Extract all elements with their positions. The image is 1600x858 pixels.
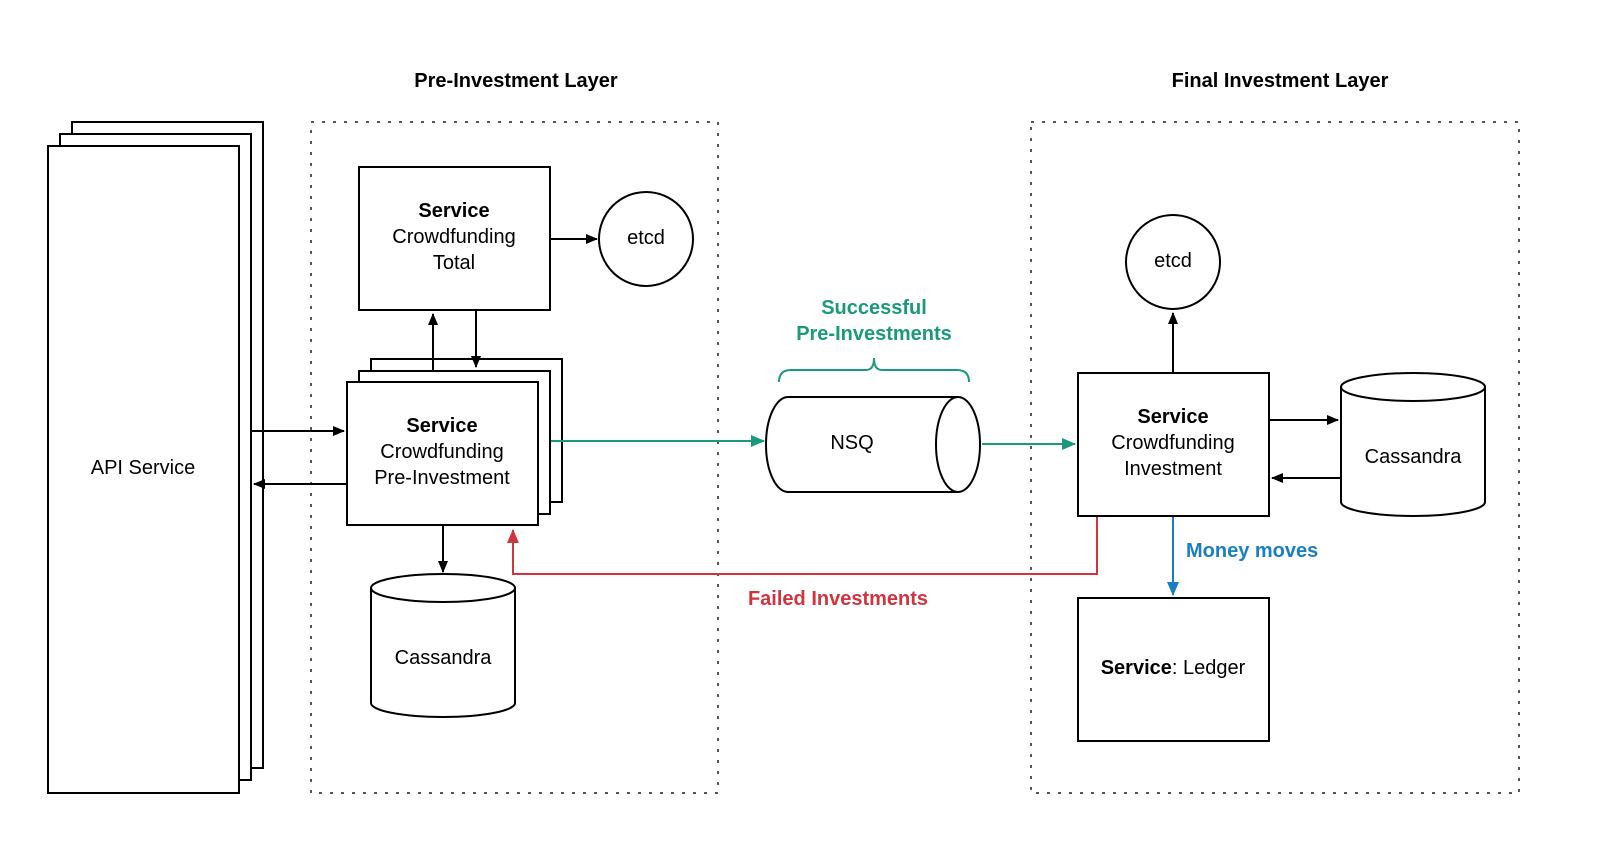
cassandra-pre-label: Cassandra — [395, 647, 493, 669]
investment-service-label: Service — [1137, 406, 1208, 428]
api-service-node: API Service — [47, 121, 264, 794]
pre-investment-line1-label: Crowdfunding — [380, 441, 503, 463]
crowdfunding-investment-node: Service Crowdfunding Investment — [1077, 372, 1270, 517]
final-investment-layer-zone — [1030, 121, 1520, 794]
api-service-label: API Service — [91, 457, 195, 479]
successful-label-line1: Successful — [821, 297, 927, 319]
etcd-pre-node: etcd — [598, 191, 694, 287]
nsq-queue-node: NSQ — [765, 396, 981, 493]
investment-line2-label: Investment — [1124, 458, 1222, 480]
final-investment-layer-title: Final Investment Layer — [1172, 70, 1389, 92]
ledger-label: Service: Ledger — [1101, 657, 1246, 679]
cassandra-pre-node: Cassandra — [370, 573, 516, 718]
ledger-service-strong: Service — [1101, 657, 1172, 679]
ledger-service-rest: : Ledger — [1172, 657, 1246, 679]
etcd-final-node: etcd — [1125, 214, 1221, 310]
investment-line1-label: Crowdfunding — [1111, 432, 1234, 454]
cassandra-final-label: Cassandra — [1365, 446, 1463, 468]
failed-investments-label: Failed Investments — [748, 588, 928, 610]
crowdfunding-total-node: Service Crowdfunding Total — [358, 166, 551, 311]
total-service-label: Service — [418, 200, 489, 222]
etcd-final-label: etcd — [1154, 250, 1192, 272]
ledger-service-node: Service: Ledger — [1077, 597, 1270, 742]
failed-investments-arrow — [507, 517, 1098, 575]
total-line2-label: Total — [433, 252, 475, 274]
crowdfunding-pre-investment-node: Service Crowdfunding Pre-Investment — [346, 358, 563, 526]
money-moves-label: Money moves — [1186, 540, 1318, 562]
nsq-label: NSQ — [830, 432, 873, 454]
etcd-pre-label: etcd — [627, 227, 665, 249]
pre-investment-layer-title: Pre-Investment Layer — [414, 70, 618, 92]
successful-label-line2: Pre-Investments — [796, 323, 952, 345]
total-line1-label: Crowdfunding — [392, 226, 515, 248]
cassandra-final-node: Cassandra — [1340, 372, 1486, 517]
pre-investment-line2-label: Pre-Investment — [374, 467, 510, 489]
successful-curly-brace — [778, 357, 970, 383]
pre-investment-service-label: Service — [406, 415, 477, 437]
